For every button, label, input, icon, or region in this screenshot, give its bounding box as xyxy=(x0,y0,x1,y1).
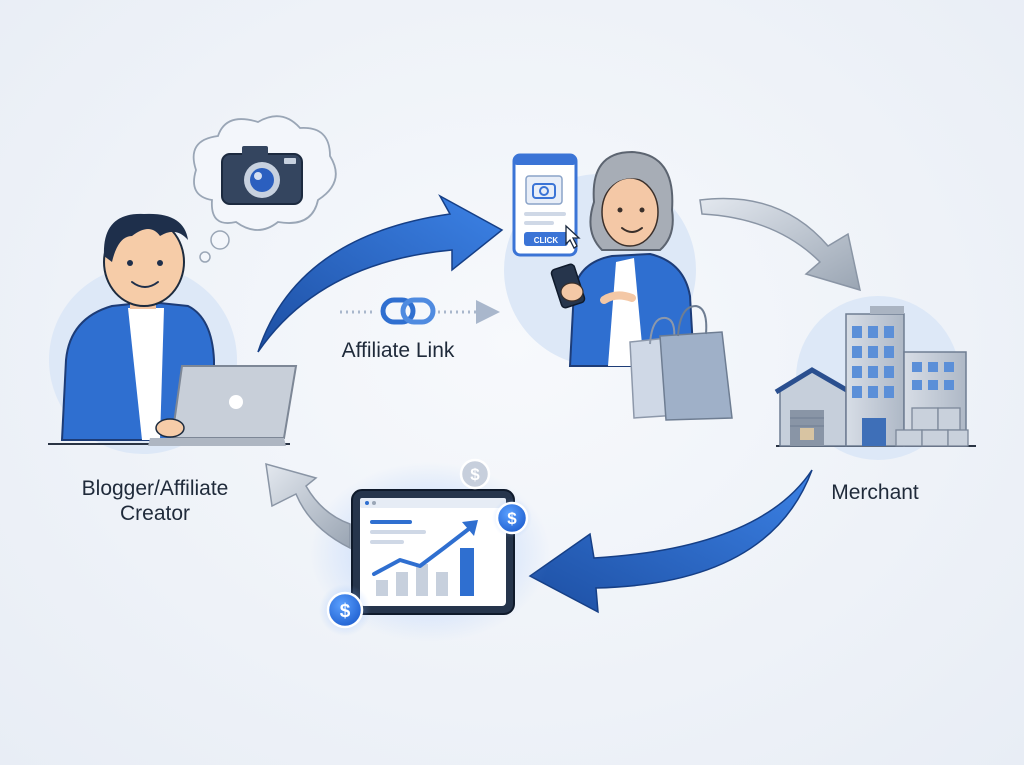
creator-tshirt xyxy=(128,308,164,440)
customer-face xyxy=(601,177,659,247)
product-card: CLICK xyxy=(512,153,581,257)
click-button-label: CLICK xyxy=(534,236,559,245)
arrow-to-dashboard xyxy=(528,469,813,614)
thought-bubble xyxy=(192,115,337,263)
svg-text:$: $ xyxy=(470,465,480,484)
customer-blouse xyxy=(608,258,644,366)
arrow-to-merchant xyxy=(699,197,861,292)
creator-hair xyxy=(103,213,188,262)
affiliate-link-label: Affiliate Link xyxy=(341,339,455,362)
arrow-to-creator xyxy=(265,462,351,550)
pointer-cursor-icon xyxy=(565,224,581,249)
camera-thumbnail-icon xyxy=(532,183,556,199)
shopping-bags-icon xyxy=(629,304,733,421)
growth-chart-icon xyxy=(372,520,478,596)
earnings-dashboard xyxy=(310,462,550,642)
affiliate-link-connector xyxy=(340,297,500,325)
dollar-coin-icon: $ xyxy=(319,584,371,636)
svg-text:$: $ xyxy=(507,509,517,528)
camera-icon xyxy=(221,146,303,205)
click-button[interactable] xyxy=(524,232,568,246)
creator-figure xyxy=(48,213,298,454)
dollar-coin-icon: $ xyxy=(492,498,532,538)
customer-figure: CLICK xyxy=(504,150,733,421)
chain-link-icon xyxy=(380,297,436,325)
laptop-icon xyxy=(148,365,298,446)
dollar-coin-icon: $ xyxy=(459,458,491,490)
merchant-label: Merchant xyxy=(831,481,919,504)
arrow-to-customer xyxy=(257,194,504,353)
merchant-figure xyxy=(774,296,976,460)
svg-text:$: $ xyxy=(340,601,351,622)
boxes-icon xyxy=(895,407,969,447)
